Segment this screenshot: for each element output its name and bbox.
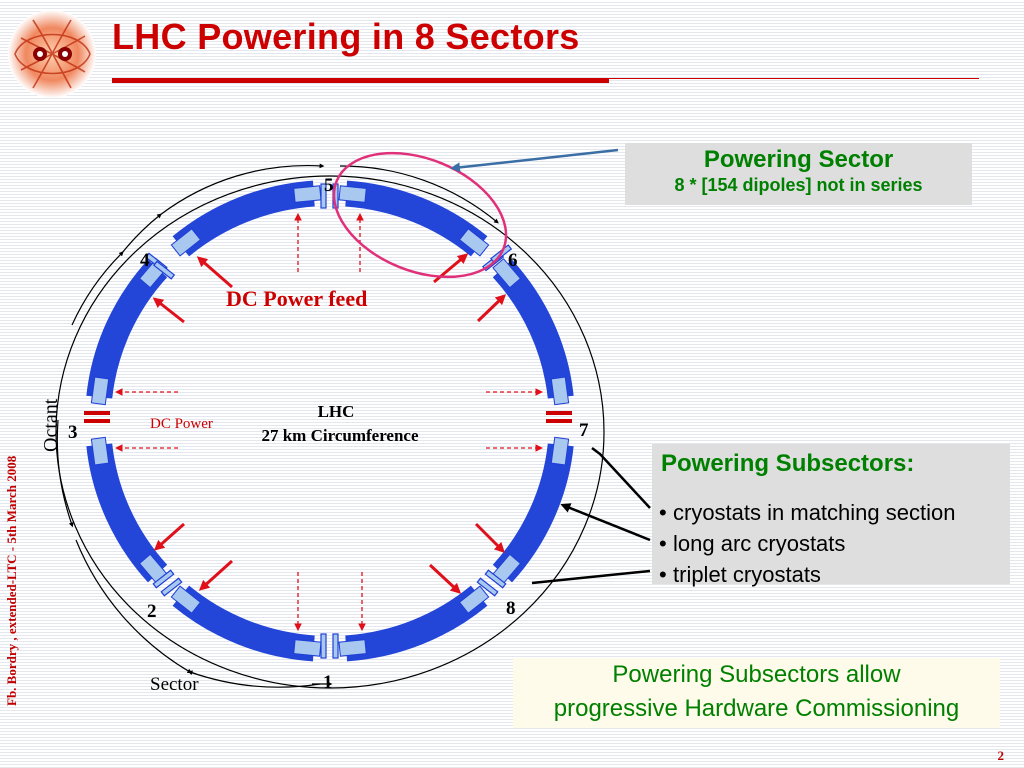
point-label-4: 4	[140, 250, 150, 271]
title-underline	[112, 78, 609, 83]
arc-cryostat-end	[338, 185, 367, 203]
lhc-center-subtitle: 27 km Circumference	[261, 426, 419, 445]
point-label-2: 2	[147, 601, 157, 622]
octant-arrow	[339, 165, 499, 224]
insertion-bar	[476, 577, 499, 597]
arc-cryostat-end	[550, 376, 570, 406]
sector-highlight	[332, 151, 508, 279]
slide-title: LHC Powering in 8 Sectors	[112, 16, 580, 57]
octant-arrow	[75, 539, 193, 674]
point-label-3: 3	[68, 422, 78, 443]
powering-sector-box: Powering Sector 8 * [154 dipoles] not in…	[625, 143, 972, 205]
subsector-pointer	[560, 503, 651, 542]
dc-feed-bar	[546, 419, 572, 423]
arc-cryostat-end	[550, 436, 570, 466]
outer-ring	[55, 175, 605, 689]
title-underline-thin	[609, 78, 979, 79]
powering-subsectors-heading: Powering Subsectors:	[661, 450, 915, 477]
octant-arrows	[56, 163, 499, 688]
arc-cryostat-end	[90, 436, 110, 466]
sector-label: Sector	[150, 674, 199, 695]
point-label-5: 5	[324, 175, 334, 196]
dc-feed-bar	[84, 419, 110, 423]
footer-credit: Fb. Bordry , extended-LTC - 5th March 20…	[4, 455, 19, 706]
point-label-8: 8	[506, 598, 516, 619]
arc-cryostat-end	[338, 639, 367, 657]
dc-power-feed-arrow	[474, 522, 505, 553]
insertion-bar	[320, 633, 327, 659]
lhc-center-title: LHC	[318, 402, 355, 421]
octant-arrow	[189, 671, 321, 688]
arc-cryostat-end	[492, 258, 522, 289]
dc-power-feed-arrow	[152, 297, 185, 324]
cern-logo	[8, 10, 96, 98]
point-label-6: 6	[508, 250, 518, 271]
octant-arrow	[187, 670, 197, 676]
dc-feed-bar	[84, 411, 110, 415]
insertion-bar	[332, 633, 339, 659]
arc-cryostat	[86, 259, 168, 399]
arc-cryostat-ends	[90, 185, 570, 657]
powering-subsectors-box: Powering Subsectors: •cryostats in match…	[652, 444, 1010, 587]
note-line-1: Powering Subsectors allow	[612, 661, 901, 688]
octant-arrow	[71, 251, 124, 326]
dc-power-label: DC Power	[150, 416, 213, 432]
subsector-item: •triplet cryostats	[659, 562, 821, 587]
octant-arrow	[159, 163, 325, 216]
arc-cryostat-end	[170, 228, 202, 257]
dc-power-feed-arrow	[198, 559, 234, 591]
arc-cryostat	[492, 443, 574, 583]
dc-feed-bars	[84, 411, 572, 423]
subsector-pointer	[591, 447, 651, 509]
octant-label: Octant	[40, 398, 62, 452]
arc-cryostat	[172, 180, 315, 257]
dc-power-feed-arrow	[153, 522, 185, 551]
dc-power-feed-arrow	[196, 256, 233, 289]
subsector-item: •cryostats in matching section	[659, 500, 956, 525]
insertion-bar	[320, 183, 327, 209]
octant-arrow	[56, 419, 74, 528]
arc-cryostat-end	[458, 585, 490, 614]
arc-cryostat	[345, 585, 488, 662]
insertion-bar	[153, 260, 176, 280]
insertion-bar	[160, 577, 183, 597]
dc-feed-bar	[546, 411, 572, 415]
arc-cryostat-end	[293, 185, 322, 203]
point-label-7: 7	[579, 420, 589, 441]
page-number: 2	[997, 748, 1005, 763]
arc-cryostat-end	[293, 639, 322, 657]
arc-cryostat	[492, 259, 574, 399]
arc-cryostat-end	[90, 376, 110, 406]
arc-cryostat-end	[458, 228, 490, 257]
subsector-item: •long arc cryostats	[659, 531, 846, 556]
dc-power-feed-arrow	[428, 563, 462, 594]
powering-sector-pointer	[450, 148, 619, 173]
subsector-pointer	[531, 569, 651, 585]
insertion-bar	[484, 569, 507, 589]
arc-cryostat	[172, 585, 315, 662]
subsector-list: •cryostats in matching section •long arc…	[652, 497, 1010, 590]
point-label-1: 1	[323, 672, 333, 693]
insertion-bar	[152, 569, 175, 589]
powering-sector-detail: 8 * [154 dipoles] not in series	[674, 175, 923, 195]
arc-cryostat-end	[170, 585, 202, 614]
dc-power-feed-label: DC Power feed	[226, 286, 367, 311]
arc-cryostat	[345, 180, 488, 257]
note-line-2: progressive Hardware Commissioning	[553, 695, 960, 722]
powering-sector-heading: Powering Sector	[703, 146, 894, 173]
dc-power-feed-arrow	[476, 294, 507, 323]
commissioning-note-box: Powering Subsectors allow progressive Ha…	[513, 658, 1000, 728]
arc-cryostat	[86, 443, 168, 583]
